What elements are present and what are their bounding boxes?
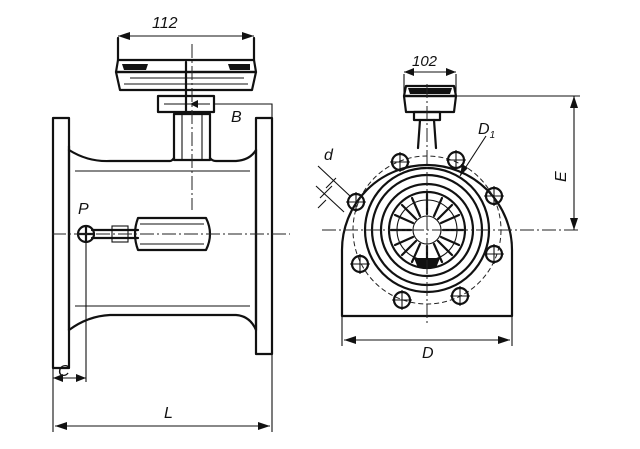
dim-label-112: 112: [152, 15, 178, 32]
dim-label-c: C: [58, 363, 70, 380]
side-view: 112 B P C L: [51, 15, 290, 432]
front-indicator-head: [402, 94, 458, 114]
right-flange: [254, 116, 274, 356]
body-upper-contour: [67, 148, 258, 163]
dim-label-b: B: [231, 109, 242, 126]
rotor: [133, 216, 212, 252]
dim-label-d-small: d: [324, 147, 334, 164]
bolt-holes: [346, 150, 504, 310]
dim-label-l: L: [164, 405, 173, 422]
front-view: 102 D1 d E D: [315, 53, 580, 362]
dim-label-d1: D1: [478, 121, 495, 141]
dim-label-p: P: [78, 201, 89, 218]
dim-label-e: E: [553, 171, 570, 182]
left-flange: [51, 116, 71, 370]
dim-label-d: D: [422, 345, 434, 362]
dim-label-102: 102: [412, 53, 438, 70]
body-lower-contour: [67, 313, 258, 332]
